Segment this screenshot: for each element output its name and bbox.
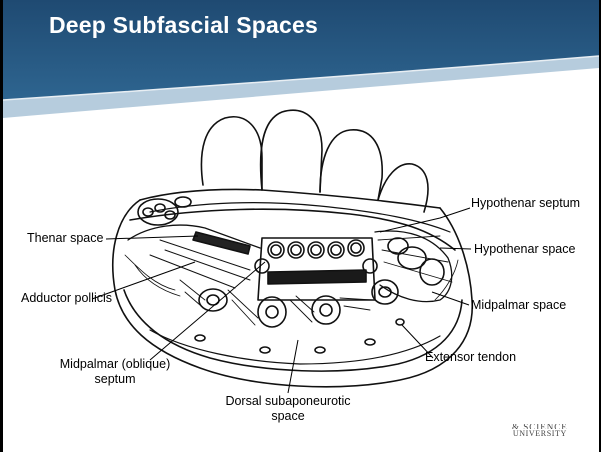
label-extensor-tendon: Extensor tendon	[425, 350, 516, 365]
label-dorsal-subaponeurotic-space: Dorsal subaponeurotic space	[218, 394, 358, 424]
finger-2	[261, 110, 322, 192]
university-logo: & SCIENCE UNIVERSITY	[512, 424, 568, 439]
leader-midpalmar-space	[432, 292, 469, 305]
leader-hypothenar-septum	[380, 208, 470, 232]
logo-line-2: UNIVERSITY	[512, 429, 568, 439]
finger-3	[320, 130, 382, 200]
label-dorsal-subaponeurotic-line1: Dorsal subaponeurotic	[218, 394, 358, 409]
label-hypothenar-septum: Hypothenar septum	[471, 196, 580, 211]
finger-1	[201, 117, 262, 190]
label-hypothenar-space: Hypothenar space	[474, 242, 575, 257]
label-adductor-pollicis: Adductor pollicis	[21, 291, 112, 306]
leader-midpalmar-oblique-septum	[150, 262, 265, 360]
label-thenar-space: Thenar space	[27, 231, 103, 246]
leader-hypothenar-space	[440, 248, 471, 249]
label-midpalmar-space: Midpalmar space	[471, 298, 566, 313]
label-midpalmar-oblique-septum: Midpalmar (oblique) septum	[47, 357, 183, 387]
label-midpalmar-oblique-septum-line1: Midpalmar (oblique)	[47, 357, 183, 372]
label-dorsal-subaponeurotic-line2: space	[218, 409, 358, 424]
leader-thenar-space	[106, 236, 198, 239]
label-midpalmar-oblique-septum-line2: septum	[47, 372, 183, 387]
